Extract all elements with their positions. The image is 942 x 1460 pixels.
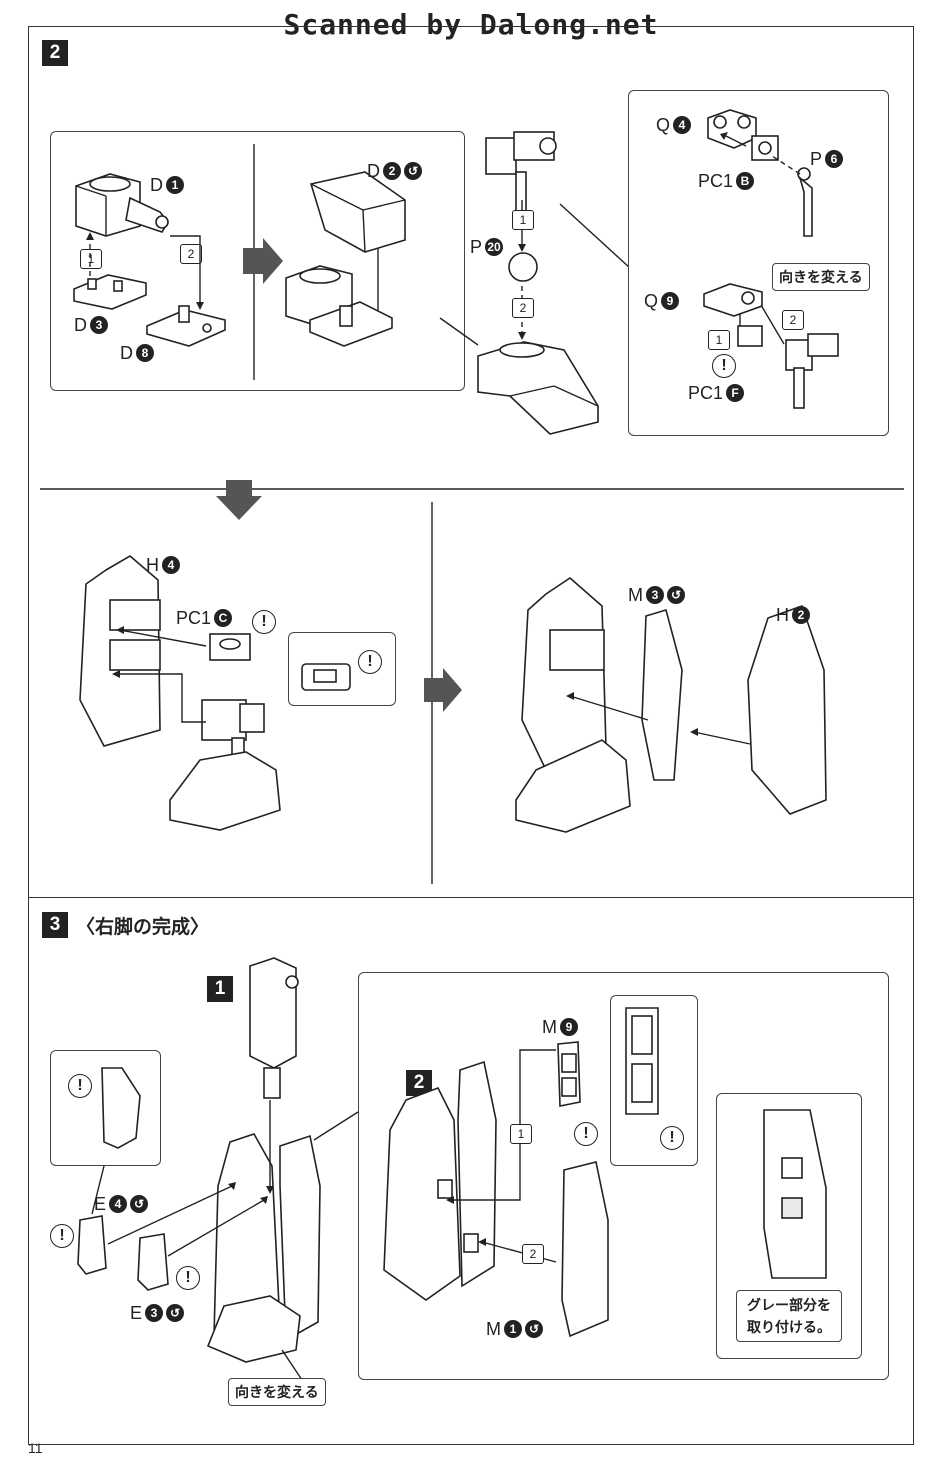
part-pc1f: [737, 325, 763, 347]
order-2-m1: 2: [522, 1244, 544, 1264]
part-pc1c-detail: [301, 663, 351, 691]
order-1-p20: 1: [512, 210, 534, 230]
order-1: 1: [80, 249, 102, 269]
arrow-right-icon: [243, 238, 283, 284]
part-q9: [703, 283, 763, 317]
note-attach-gray: グレー部分を取り付ける。: [736, 1290, 842, 1342]
step3-title: 〈右脚の完成〉: [76, 917, 210, 938]
caution-icon: !: [660, 1126, 684, 1150]
part-d1: [75, 173, 169, 237]
chrome-marker-icon: ↺: [525, 1320, 543, 1338]
caution-icon: !: [358, 650, 382, 674]
part-leg-joint: [485, 131, 557, 219]
part-upper-leg: [249, 957, 299, 1099]
part-q4: [707, 109, 757, 149]
part-m1: [561, 1161, 609, 1338]
step3-number: 3: [42, 912, 68, 938]
part-leg-body: [206, 1133, 321, 1363]
part-e4: [77, 1215, 107, 1275]
step2-number: 2: [42, 40, 68, 66]
chrome-marker-icon: ↺: [130, 1195, 149, 1213]
part-d2: [309, 171, 406, 253]
order-2-p20: 2: [512, 298, 534, 318]
order-2-q9: 2: [782, 310, 804, 330]
caution-icon: !: [712, 354, 736, 378]
order-1-m9: 1: [510, 1124, 532, 1144]
chrome-marker-icon: ↺: [166, 1304, 185, 1322]
scan-watermark: Scanned by Dalong.net: [283, 8, 659, 41]
part-d3: [73, 274, 147, 310]
part-leg-joint-2: [785, 333, 839, 409]
part-leg-assembly-sub2: [383, 1060, 497, 1301]
part-p6: [797, 167, 813, 237]
part-pc1c: [209, 633, 251, 661]
order-2: 2: [180, 244, 202, 264]
part-m9: [557, 1041, 581, 1107]
caution-icon: !: [574, 1122, 598, 1146]
part-e3: [137, 1233, 169, 1291]
part-h4-assembly: [79, 555, 281, 831]
arrow-down-icon: [216, 480, 262, 520]
part-pc1b: [751, 135, 779, 161]
caution-icon: !: [176, 1266, 200, 1290]
chrome-marker-icon: ↺: [404, 162, 422, 180]
caution-icon: !: [50, 1224, 74, 1248]
step3-sub1-number: 1: [207, 976, 233, 1002]
note-turn-around: 向きを変える: [772, 263, 870, 291]
part-d-assembled: [285, 265, 393, 347]
part-foot-base: [477, 341, 599, 435]
note-turn-around-step3: 向きを変える: [228, 1378, 326, 1406]
part-m9-detail: [625, 1007, 659, 1115]
step3-frame: [28, 897, 914, 1445]
part-e4-detail: [101, 1067, 141, 1149]
caution-icon: !: [68, 1074, 92, 1098]
part-m1-detail: [763, 1109, 827, 1279]
caution-icon: !: [252, 610, 276, 634]
part-p20: [508, 252, 538, 282]
part-leg-assembly-m3-h2: [515, 576, 827, 833]
arrow-right-icon: [424, 668, 462, 712]
order-1-q9: 1: [708, 330, 730, 350]
part-d8: [146, 305, 226, 347]
chrome-marker-icon: ↺: [667, 586, 685, 604]
